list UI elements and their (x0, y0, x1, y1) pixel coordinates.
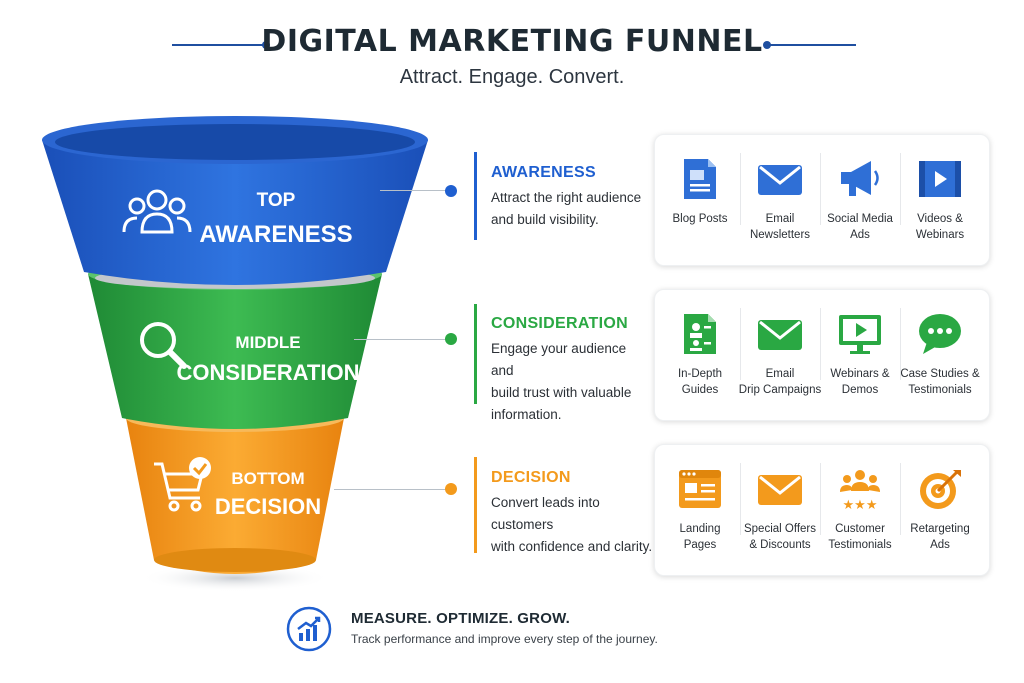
growth-chart-icon (286, 606, 332, 652)
funnel-segment-top (42, 116, 428, 285)
card-separator (820, 308, 821, 380)
connector-line-consideration (354, 339, 450, 340)
stage-bar-awareness (474, 152, 477, 240)
channel-item: Case Studies &Testimonials (898, 312, 982, 398)
footer-description: Track performance and improve every step… (351, 632, 658, 646)
landing-page-icon (679, 470, 721, 508)
stage-title-decision: DECISION (491, 469, 571, 486)
stage-description-awareness: Attract the right audience and build vis… (491, 187, 651, 231)
stage-bar-consideration (474, 304, 477, 404)
funnel-level-bottom: BOTTOM (231, 469, 304, 488)
funnel-stage-middle: CONSIDERATION (177, 360, 360, 385)
card-separator (820, 153, 821, 225)
chat-bubble-icon (919, 314, 961, 354)
channel-label: Webinars &Demos (830, 368, 890, 396)
description-line: Convert leads into customers (491, 495, 600, 532)
channel-item: Blog Posts (658, 157, 742, 227)
customers-stars-icon: ★★★ (840, 470, 880, 511)
title-rule-left-dot (262, 41, 270, 49)
channel-label: Videos &Webinars (915, 213, 965, 241)
card-separator (900, 308, 901, 380)
title-rule-left (172, 44, 264, 46)
connector-dot-awareness (445, 185, 457, 197)
funnel-shadow (140, 564, 330, 592)
card-separator (820, 463, 821, 535)
envelope-icon (758, 475, 802, 505)
channel-label: Blog Posts (672, 213, 728, 225)
envelope-icon (758, 165, 802, 195)
channel-item: Videos &Webinars (898, 157, 982, 243)
video-icon (919, 161, 961, 197)
description-line: Engage your audience and (491, 341, 627, 378)
svg-text:★★★: ★★★ (843, 498, 878, 511)
funnel-stage-bottom: DECISION (215, 494, 321, 519)
footer-title: MEASURE. OPTIMIZE. GROW. (351, 610, 570, 627)
channel-item: Webinars &Demos (818, 312, 902, 398)
card-separator (740, 308, 741, 380)
target-icon (920, 470, 961, 509)
funnel-level-top: TOP (257, 190, 296, 211)
users-icon (122, 189, 192, 234)
connector-line-awareness (380, 190, 450, 191)
envelope-icon (758, 320, 802, 350)
cart-check-icon (154, 457, 211, 512)
card-separator (740, 463, 741, 535)
description-line: Attract the right audience (491, 190, 642, 205)
stage-description-consideration: Engage your audience and build trust wit… (491, 338, 651, 426)
stage-title-awareness: AWARENESS (491, 164, 596, 181)
monitor-play-icon (839, 315, 881, 354)
connector-line-decision (334, 489, 450, 490)
description-line: with confidence and clarity. (491, 539, 653, 554)
stage-title-consideration: CONSIDERATION (491, 315, 628, 332)
connector-dot-decision (445, 483, 457, 495)
funnel-stage-top: AWARENESS (199, 221, 352, 248)
document-icon (684, 159, 716, 199)
description-line: build trust with valuable (491, 385, 632, 400)
funnel-segment-bottom (126, 404, 344, 574)
channel-label: Case Studies &Testimonials (900, 368, 980, 396)
card-separator (900, 463, 901, 535)
magnifier-icon (140, 322, 187, 369)
guide-icon (684, 314, 716, 354)
channel-item: Special Offers& Discounts (738, 467, 822, 553)
funnel-graphic: TOP AWARENESS MIDDLE CONSIDERATION BOTTO… (42, 116, 428, 592)
title-rule-right (768, 44, 856, 46)
connector-dot-consideration (445, 333, 457, 345)
title-rule-right-dot (763, 41, 771, 49)
stage-description-decision: Convert leads into customers with confid… (491, 492, 661, 558)
card-separator (740, 153, 741, 225)
megaphone-icon (841, 161, 879, 196)
description-line: and build visibility. (491, 212, 599, 227)
card-separator (900, 153, 901, 225)
description-line: information. (491, 407, 562, 422)
stage-bar-decision (474, 457, 477, 553)
channel-label: Special Offers& Discounts (743, 523, 816, 551)
page-subtitle: Attract. Engage. Convert. (399, 66, 625, 88)
page-title: DIGITAL MARKETING FUNNEL (261, 24, 763, 59)
funnel-level-middle: MIDDLE (235, 333, 300, 352)
